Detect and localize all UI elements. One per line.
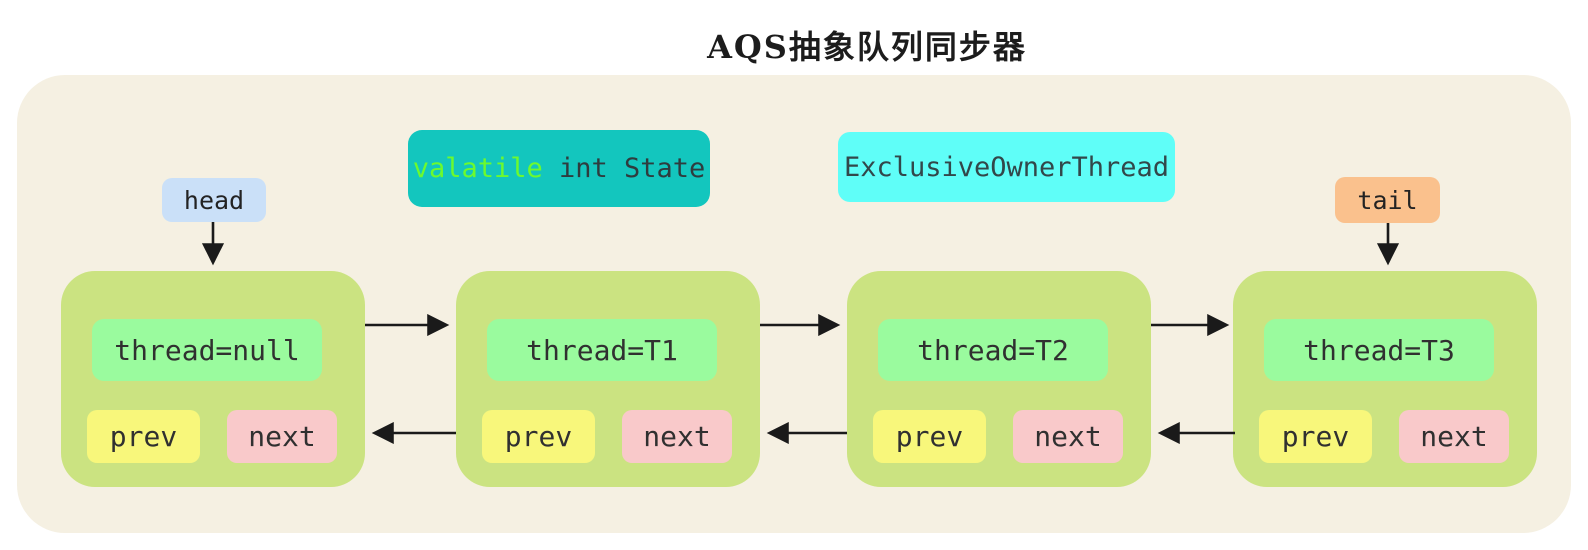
prev-box: prev: [87, 410, 200, 463]
prev-box: prev: [873, 410, 986, 463]
head-pointer-label: head: [162, 178, 266, 222]
queue-node-2: thread=T1 prev next: [456, 271, 760, 487]
diagram-title: AQS抽象队列同步器: [707, 28, 1027, 66]
tail-pointer-label: tail: [1335, 177, 1440, 223]
state-badge: valatile int State: [408, 130, 710, 207]
next-box: next: [1399, 410, 1509, 463]
queue-node-3: thread=T2 prev next: [847, 271, 1151, 487]
thread-box: thread=T2: [878, 319, 1108, 381]
aqs-container: valatile int State ExclusiveOwnerThread …: [17, 75, 1571, 533]
next-box: next: [227, 410, 337, 463]
queue-node-4: thread=T3 prev next: [1233, 271, 1537, 487]
prev-box: prev: [1259, 410, 1372, 463]
state-label: int State: [542, 153, 706, 184]
next-box: next: [622, 410, 732, 463]
thread-box: thread=T3: [1264, 319, 1494, 381]
prev-box: prev: [482, 410, 595, 463]
owner-badge: ExclusiveOwnerThread: [838, 132, 1175, 202]
next-box: next: [1013, 410, 1123, 463]
volatile-keyword: valatile: [412, 153, 543, 184]
thread-box: thread=T1: [487, 319, 717, 381]
queue-node-1: thread=null prev next: [61, 271, 365, 487]
thread-box: thread=null: [92, 319, 322, 381]
